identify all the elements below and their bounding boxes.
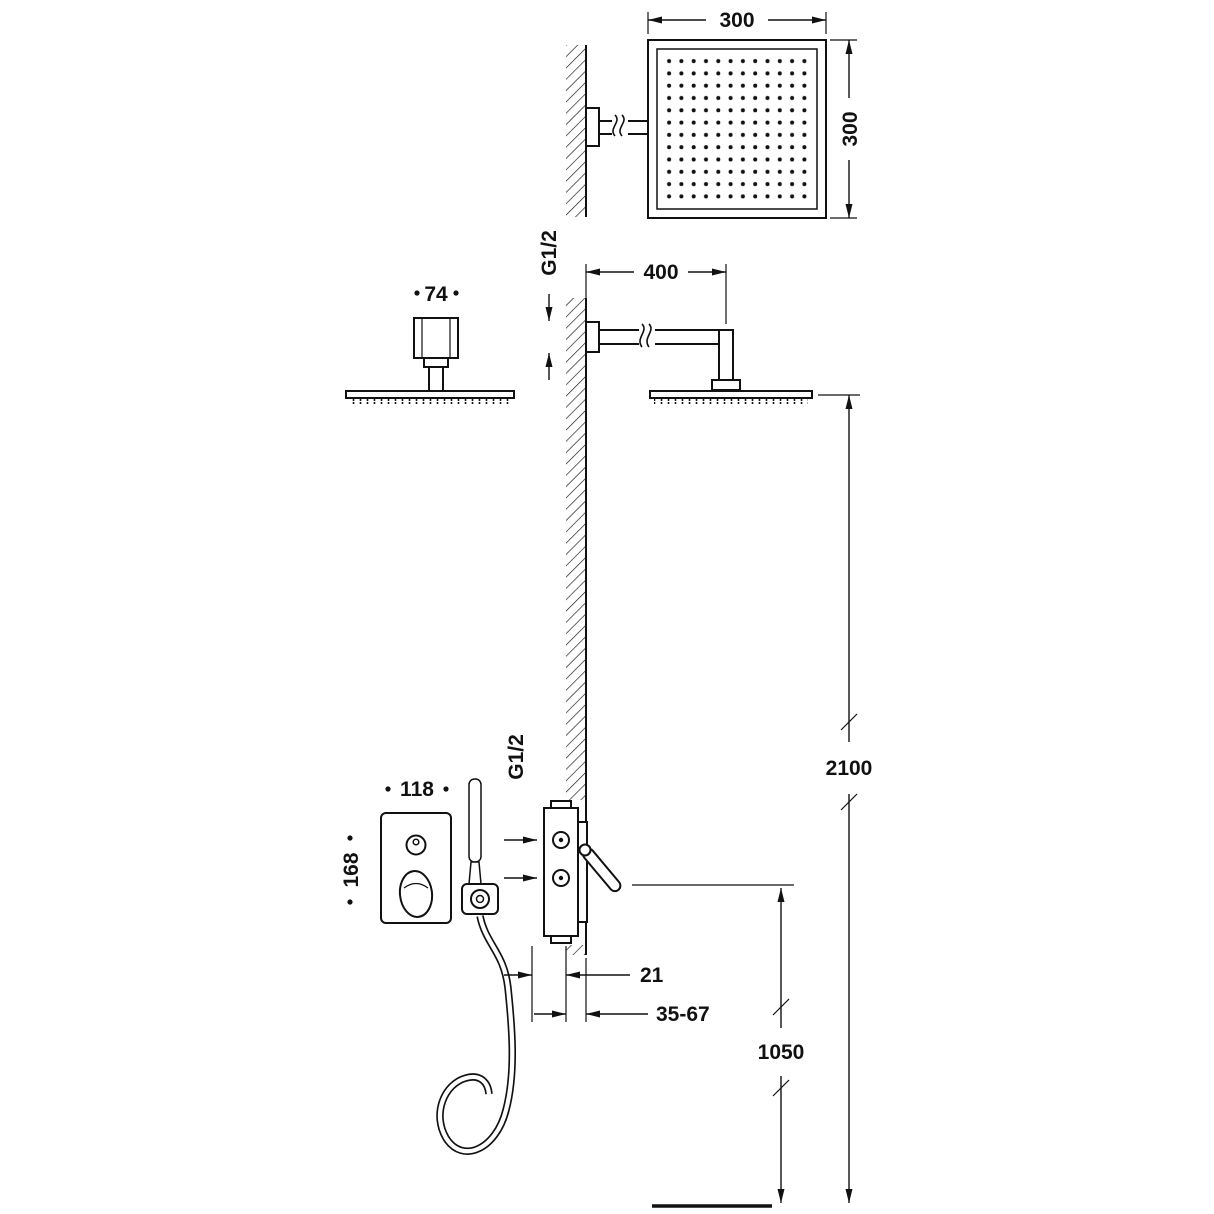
wall-section-main xyxy=(566,298,587,955)
valve-top-cap xyxy=(550,800,572,809)
hand-shower-wand xyxy=(468,778,482,863)
nozzle-ticks-right xyxy=(654,398,808,404)
valve-inlet-bottom-center xyxy=(558,875,564,881)
head-width-label: 300 xyxy=(719,9,754,32)
trim-height-label: 168 xyxy=(340,852,363,887)
shower-arm-side xyxy=(598,329,734,345)
dim-dot xyxy=(414,290,420,296)
pipe-break-symbol-side xyxy=(639,323,655,348)
dim-dot xyxy=(347,899,353,905)
dimension-total-height: 2100 xyxy=(818,394,873,1203)
dim-dot xyxy=(347,835,353,841)
arm-wall-flange-front xyxy=(585,107,600,147)
bracket-outlet-center xyxy=(475,894,485,904)
dim-dot xyxy=(453,290,459,296)
arm-thread-callout: G1/2 xyxy=(538,230,561,380)
valve-trim-edge xyxy=(577,821,588,923)
wand-connector xyxy=(468,861,482,885)
arm-wall-flange-side xyxy=(585,321,600,353)
dimension-head-height: 300 xyxy=(830,39,862,219)
dimension-valve-offset: 21 xyxy=(504,946,664,1022)
stem-nut xyxy=(423,357,449,368)
wall-section-top xyxy=(566,45,587,217)
ceiling-mount-view: 74 xyxy=(345,283,515,404)
nozzle-ticks-left xyxy=(350,398,510,404)
valve-bottom-cap xyxy=(550,935,572,944)
trim-plate xyxy=(380,812,452,924)
dimension-outlet-height: 1050 xyxy=(632,884,805,1203)
dimension-recess-range: 35-67 xyxy=(534,958,710,1026)
arm-elbow-drop xyxy=(718,329,734,383)
mixer-valve-side-view xyxy=(543,800,622,944)
pipe-break-symbol-front xyxy=(612,114,628,137)
arm-length-label: 400 xyxy=(643,261,678,284)
ceiling-flange xyxy=(413,317,459,359)
valve-offset-label: 21 xyxy=(640,964,664,987)
mixer-lever-front xyxy=(398,870,434,918)
lever-pivot xyxy=(578,843,592,857)
mixer-trim-front-view: 118 168 xyxy=(340,778,452,924)
ceiling-stem xyxy=(428,366,444,392)
hand-shower xyxy=(436,778,516,1155)
outlet-height-label: 1050 xyxy=(758,1041,805,1064)
head-height-label: 300 xyxy=(839,111,862,146)
recess-range-label: 35-67 xyxy=(656,1003,710,1026)
total-height-label: 2100 xyxy=(826,757,873,780)
dim-dot xyxy=(385,786,391,792)
ceiling-stem-label: 74 xyxy=(424,283,448,306)
valve-thread-label: G1/2 xyxy=(505,734,528,780)
spray-nozzle-grid xyxy=(663,55,811,203)
dim-dot xyxy=(443,786,449,792)
valve-inlet-top-center xyxy=(558,837,564,843)
dimension-arm-length: 400 xyxy=(585,261,727,324)
diverter-knob-pin xyxy=(412,838,420,846)
trim-width-label: 118 xyxy=(400,778,434,801)
shower-hose xyxy=(436,915,516,1155)
shower-head-front-view xyxy=(585,39,827,219)
shower-arm-side-view xyxy=(585,321,813,404)
shower-head-plate-left xyxy=(345,390,515,399)
shower-head-plate-side xyxy=(649,390,813,399)
head-connector-flange xyxy=(711,379,741,391)
dimension-head-width: 300 xyxy=(647,9,827,34)
valve-thread-callout: G1/2 xyxy=(504,734,537,882)
arm-thread-label: G1/2 xyxy=(538,230,561,276)
